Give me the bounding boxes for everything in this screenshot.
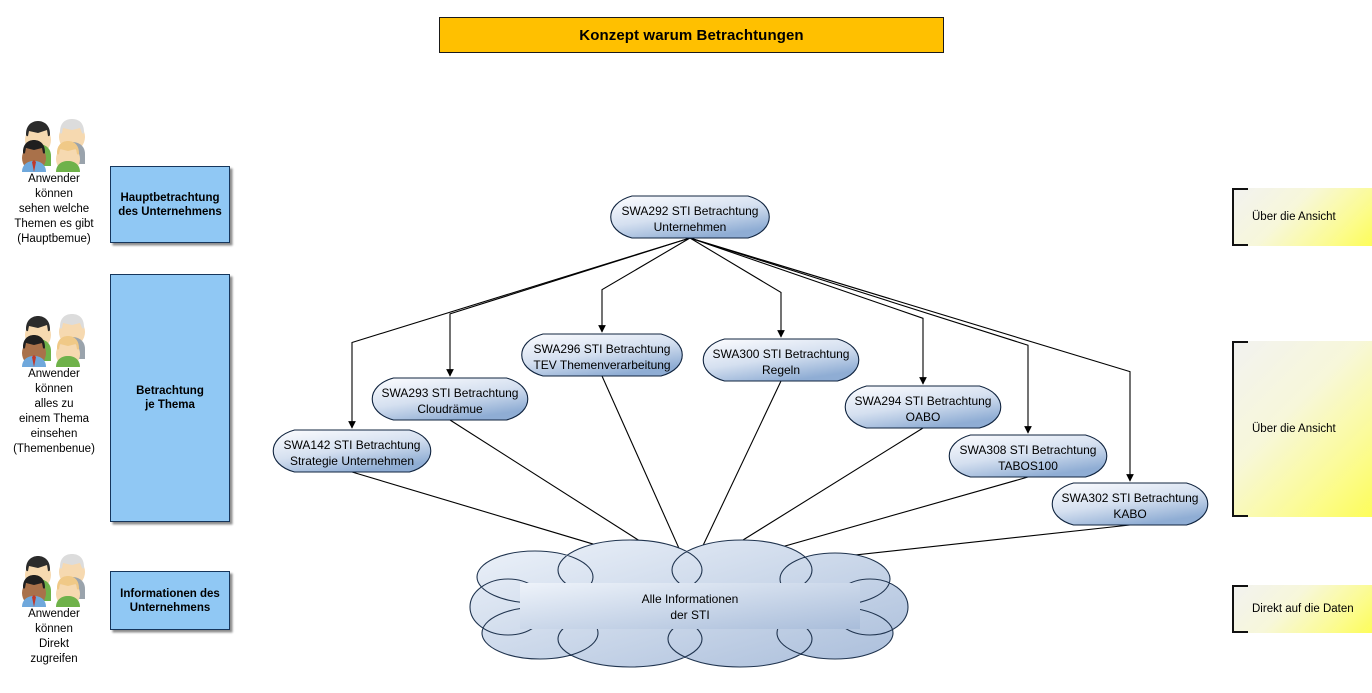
diagram-node-cloud-all-info[interactable]: Alle Informationen der STI [469, 539, 909, 668]
persona-group-3: Anwender können Direkt zugreifen [2, 545, 106, 667]
diagram-edge-swa292-to-swa296 [598, 237, 691, 333]
people-group-icon [22, 119, 85, 172]
node-label-line1: SWA308 STI Betrachtung [960, 443, 1097, 457]
node-label-line2: Unternehmen [654, 220, 727, 234]
concept-box-label: Hauptbetrachtung des Unternehmens [118, 191, 222, 218]
legend-note-text: Direkt auf die Daten [1252, 603, 1354, 615]
node-label-line2: TEV Themenverarbeitung [533, 358, 670, 372]
node-layer: SWA292 STI BetrachtungUnternehmenSWA293 … [272, 195, 1209, 668]
node-label-line1: SWA294 STI Betrachtung [855, 394, 992, 408]
concept-box-betrachtung-je-thema[interactable]: Betrachtung je Thema [110, 274, 230, 522]
node-label-line1: SWA292 STI Betrachtung [622, 204, 759, 218]
diagram-edge-swa296-to-cloud [601, 375, 688, 567]
diagram-edge-swa292-to-swa300 [689, 237, 785, 338]
page-title: Konzept warum Betrachtungen [579, 26, 804, 44]
people-group-icon [22, 314, 85, 367]
cloud-label-line1: Alle Informationen [642, 592, 739, 606]
cloud-label-line2: der STI [670, 608, 709, 622]
diagram-edge-swa300-to-cloud [692, 380, 782, 567]
node-label-line1: SWA300 STI Betrachtung [713, 347, 850, 361]
page-title-banner: Konzept warum Betrachtungen [439, 17, 944, 53]
legend-note-3: Direkt auf die Daten [1232, 585, 1372, 633]
people-group-icon [22, 554, 85, 607]
persona-caption-2: Anwender können alles zu einem Thema ein… [13, 368, 95, 455]
node-label-line2: TABOS100 [998, 459, 1058, 473]
legend-note-2: Über die Ansicht [1232, 341, 1372, 517]
node-label-line2: Strategie Unternehmen [290, 454, 414, 468]
legend-note-text: Über die Ansicht [1252, 211, 1336, 223]
persona-group-2: Anwender können alles zu einem Thema ein… [2, 305, 106, 457]
persona-group-1: Anwender können sehen welche Themen es g… [2, 110, 106, 247]
node-label-line1: SWA296 STI Betrachtung [534, 342, 671, 356]
node-label-line2: KABO [1113, 507, 1146, 521]
concept-box-label: Informationen des Unternehmens [120, 587, 220, 614]
node-label-line1: SWA293 STI Betrachtung [382, 386, 519, 400]
node-label-line2: Cloudrämue [417, 402, 483, 416]
legend-note-1: Über die Ansicht [1232, 188, 1372, 246]
concept-box-label: Betrachtung je Thema [136, 385, 204, 411]
concept-box-informationen[interactable]: Informationen des Unternehmens [110, 571, 230, 630]
persona-caption-3: Anwender können Direkt zugreifen [28, 608, 80, 665]
node-label-line2: Regeln [762, 363, 800, 377]
node-label-line2: OABO [906, 410, 941, 424]
node-label-line1: SWA302 STI Betrachtung [1062, 491, 1199, 505]
persona-caption-1: Anwender können sehen welche Themen es g… [14, 173, 94, 245]
concept-box-hauptbetrachtung[interactable]: Hauptbetrachtung des Unternehmens [110, 166, 230, 243]
legend-note-text: Über die Ansicht [1252, 423, 1336, 435]
node-label-line1: SWA142 STI Betrachtung [284, 438, 421, 452]
